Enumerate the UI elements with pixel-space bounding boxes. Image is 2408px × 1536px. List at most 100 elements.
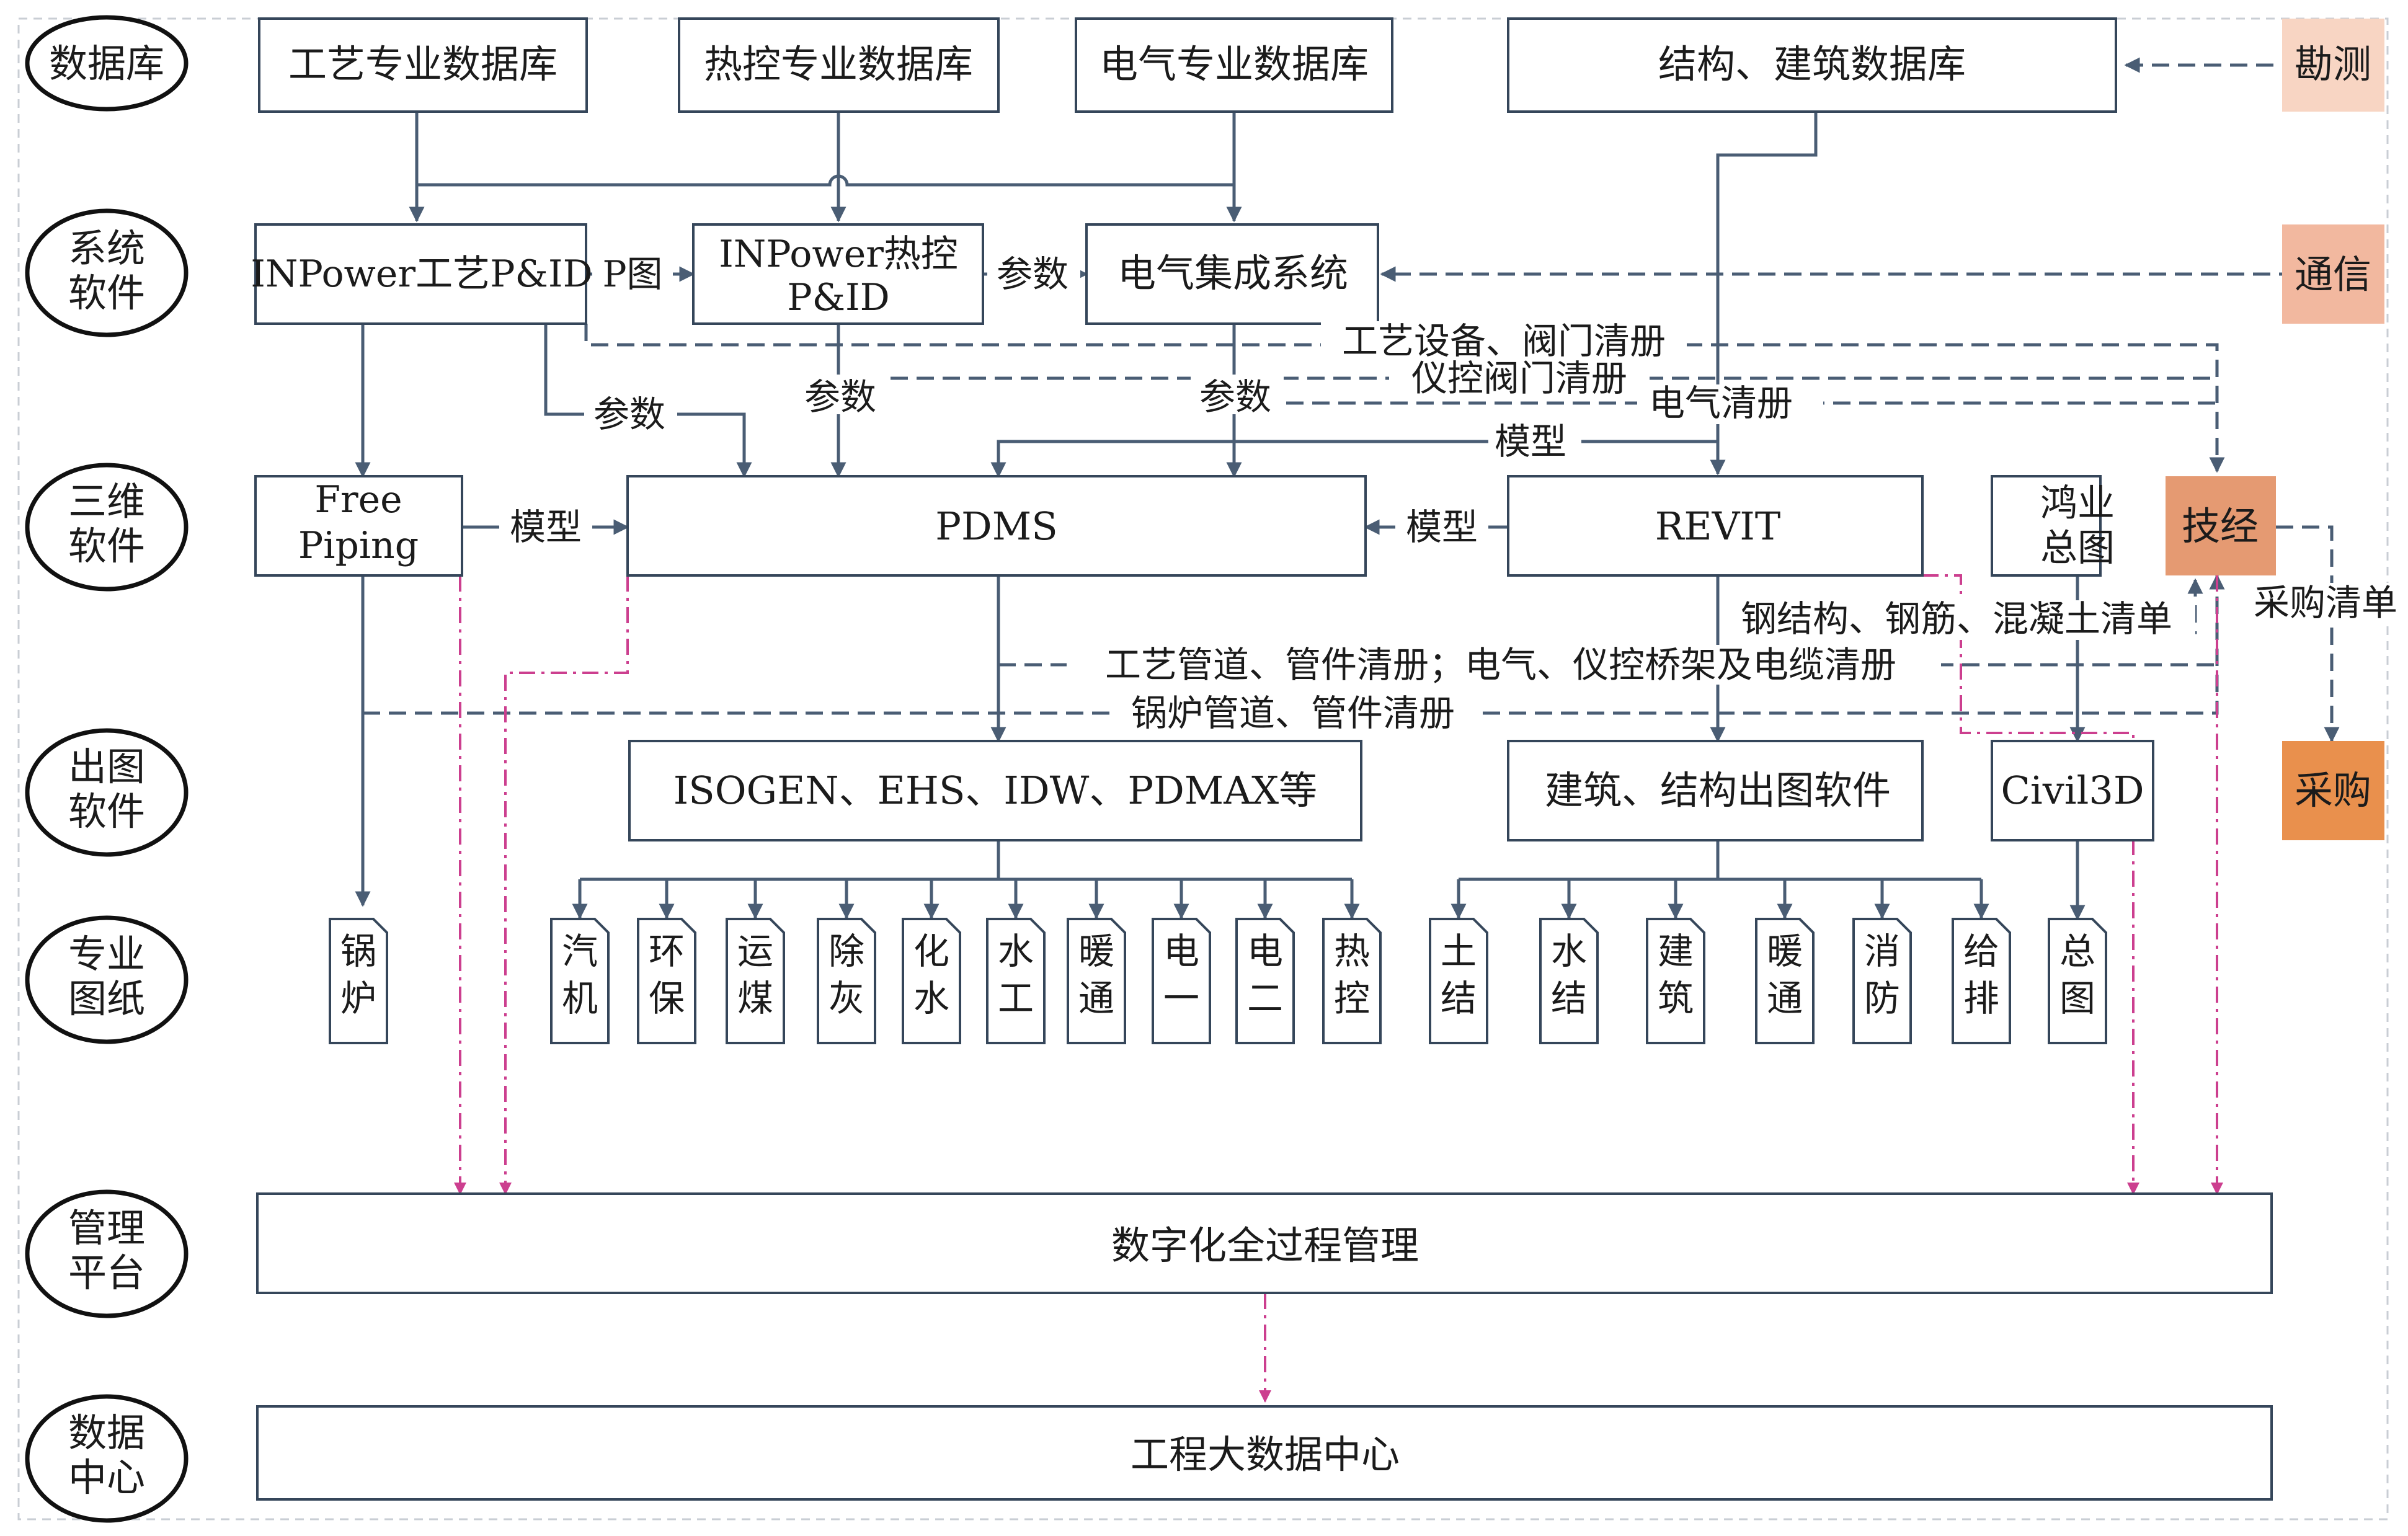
drawing-doc: 锅炉 [329, 918, 388, 1044]
drawing-doc-char: 暖 [1078, 930, 1114, 972]
drawing-doc: 运煤 [726, 879, 785, 1044]
drawing-doc-char: 机 [562, 977, 598, 1019]
label-instrument-valve-list: 仪控阀门清册 [1411, 357, 1627, 399]
drawing-doc-char: 灰 [829, 977, 864, 1019]
drawing-doc: 汽机 [550, 879, 610, 1044]
drawing-software-row: ISOGEN、EHS、IDW、PDMAX等 建筑、结构出图软件 Civil3D [628, 740, 2154, 841]
drawing-doc: 除灰 [817, 879, 876, 1044]
drawing-doc-char: 消 [1864, 930, 1900, 972]
layer-system-software-label: 系统软件 [68, 226, 145, 316]
drawing-doc-shape [986, 918, 1046, 1044]
layer-system-software: 系统软件 [25, 208, 189, 337]
db-electrical: 电气专业数据库 [1100, 42, 1369, 87]
drawing-doc-shape [1067, 918, 1126, 1044]
drawing-doc-char: 土 [1441, 930, 1477, 972]
drawing-doc-shape [550, 918, 610, 1044]
survey-department: 勘测 [2295, 42, 2371, 87]
drawing-doc-shape [1852, 918, 1912, 1044]
drawing-doc-char: 通 [1767, 977, 1803, 1019]
layer-3d-software-label: 三维软件 [68, 479, 145, 569]
free-piping-line1: Free [314, 478, 402, 522]
hongye-line1: 鸿业 [2040, 482, 2115, 525]
telecom-department: 通信 [2295, 252, 2371, 297]
drawing-doc-char: 总 [2059, 930, 2095, 972]
management-platform-box: 数字化全过程管理 [256, 1192, 2273, 1294]
label-param-4: 参数 [1199, 376, 1271, 418]
drawing-doc-shape [1646, 918, 1705, 1044]
drawing-doc-char: 防 [1864, 977, 1900, 1019]
drawing-doc-shape [1755, 918, 1815, 1044]
structure-drawing-software: 建筑、结构出图软件 [1545, 768, 1891, 813]
label-steel-concrete-list: 钢结构、钢筋、混凝土清单 [1741, 598, 2172, 640]
layer-data-center-label: 数据中心 [68, 1410, 145, 1500]
drawing-doc: 水结 [1539, 879, 1599, 1044]
drawing-doc-char: 水 [998, 930, 1034, 972]
drawing-doc-char: 热 [1334, 930, 1370, 972]
label-process-pipe-cable-list: 工艺管道、管件清册；电气、仪控桥架及电缆清册 [1105, 644, 1896, 686]
side-departments: 勘测 通信 技经 采购 [2166, 19, 2384, 840]
drawing-doc: 热控 [1322, 879, 1382, 1044]
db-process: 工艺专业数据库 [288, 42, 558, 87]
drawing-doc-char: 工 [998, 977, 1034, 1019]
procurement: 采购 [2295, 768, 2371, 813]
drawing-doc: 化水 [902, 879, 961, 1044]
drawing-doc: 水工 [986, 879, 1046, 1044]
label-electrical-list: 电气清册 [1649, 382, 1793, 424]
layer-management-platform-label: 管理平台 [68, 1205, 145, 1295]
database-row: 工艺专业数据库 热控专业数据库 电气专业数据库 结构、建筑数据库 [258, 17, 2117, 113]
drawing-doc-shape [1429, 918, 1488, 1044]
data-center-box: 工程大数据中心 [256, 1405, 2273, 1501]
db-structure-building: 结构、建筑数据库 [1658, 42, 1966, 87]
drawing-doc-char: 一 [1163, 977, 1199, 1019]
drawing-doc-char: 排 [1963, 977, 1999, 1019]
layer-discipline-drawings-label: 专业图纸 [68, 931, 145, 1021]
layer-management-platform: 管理平台 [25, 1189, 189, 1318]
label-param-3: 参数 [804, 376, 876, 418]
isogen-ehs-idw-pdmax: ISOGEN、EHS、IDW、PDMAX等 [673, 768, 1317, 813]
label-param-1: 参数 [997, 253, 1068, 295]
drawing-doc-char: 电 [1163, 930, 1199, 972]
inpower-thermal-line1: INPower热控 [719, 233, 958, 276]
label-param-2: 参数 [593, 393, 665, 435]
drawing-doc-shape [817, 918, 876, 1044]
drawing-doc-char: 锅 [340, 930, 376, 972]
drawing-doc: 环保 [637, 879, 696, 1044]
technical-economics: 技经 [2182, 504, 2259, 549]
drawing-doc: 土结 [1429, 879, 1488, 1044]
drawing-doc-char: 控 [1334, 977, 1370, 1019]
electrical-integration-system: 电气集成系统 [1117, 251, 1348, 296]
layer-database: 数据库 [25, 15, 189, 112]
drawing-doc-char: 水 [913, 977, 949, 1019]
label-model-freepiping: 模型 [510, 506, 582, 548]
drawing-doc-char: 暖 [1767, 930, 1803, 972]
drawing-doc: 建筑 [1646, 879, 1705, 1044]
drawing-doc-shape [1322, 918, 1382, 1044]
layer-data-center: 数据中心 [25, 1394, 189, 1523]
free-piping-line2: Piping [298, 524, 419, 567]
drawing-doc-shape [2048, 918, 2107, 1044]
drawing-doc-shape [1152, 918, 1211, 1044]
drawing-doc-char: 图 [2059, 977, 2095, 1019]
drawing-doc-char: 煤 [737, 977, 773, 1019]
drawing-doc: 总图 [2048, 918, 2107, 1044]
drawing-doc: 给排 [1952, 879, 2011, 1044]
drawing-doc-char: 建 [1658, 930, 1694, 972]
drawing-doc-char: 炉 [340, 977, 376, 1019]
drawing-doc-char: 电 [1247, 930, 1283, 972]
drawing-doc-shape [637, 918, 696, 1044]
revit: REVIT [1655, 504, 1781, 549]
label-process-equipment-list: 工艺设备、阀门清册 [1342, 320, 1666, 362]
hongye-line2: 总图 [2040, 526, 2115, 570]
drawing-doc-char: 除 [829, 930, 864, 972]
drawing-doc-char: 化 [913, 930, 949, 972]
label-model-revit: 模型 [1406, 506, 1478, 548]
drawing-doc-char: 结 [1551, 977, 1587, 1019]
drawing-doc: 消防 [1852, 879, 1912, 1044]
layer-drawing-software-label: 出图软件 [68, 744, 145, 834]
label-p-diagram: P图 [602, 253, 662, 295]
civil3d: Civil3D [2001, 768, 2144, 813]
digital-whole-process-management: 数字化全过程管理 [1111, 1223, 1419, 1268]
drawing-doc-shape [1235, 918, 1295, 1044]
pdms: PDMS [935, 504, 1057, 549]
